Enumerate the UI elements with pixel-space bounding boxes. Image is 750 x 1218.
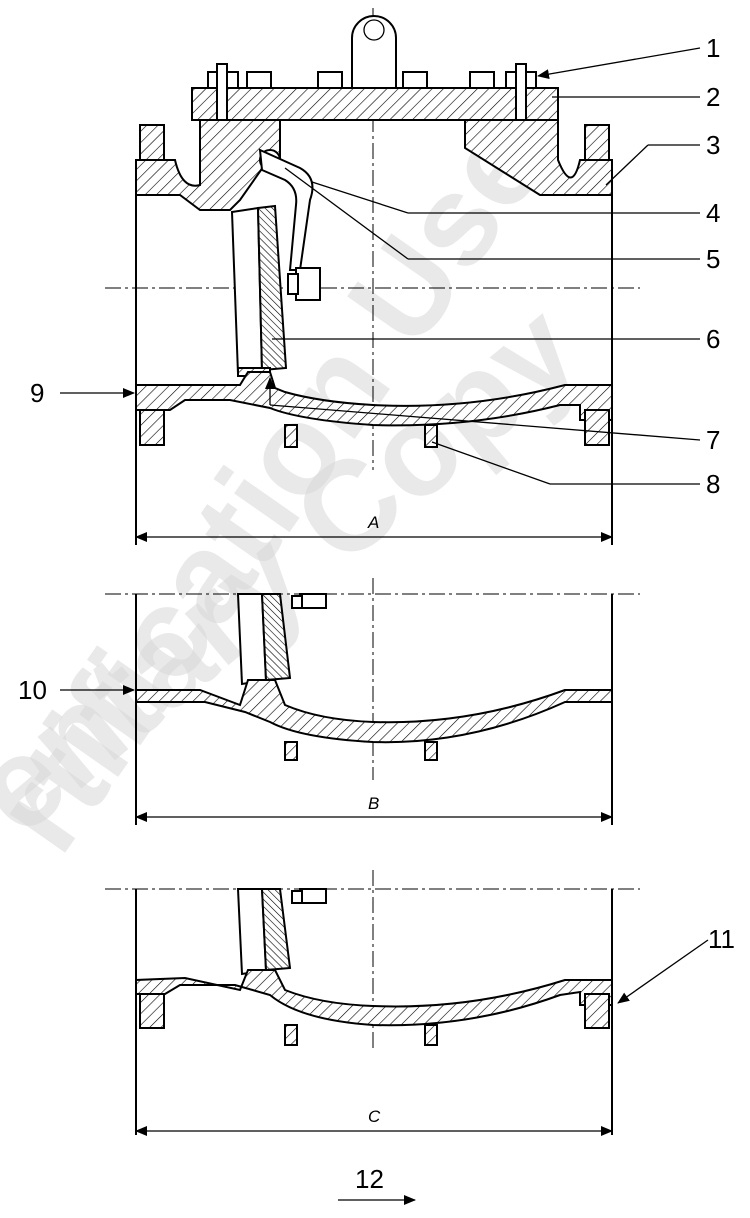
body-bottom-butt-weld (135, 679, 613, 744)
valve-view-butt-weld: B (105, 578, 640, 825)
callout-1: 1 (706, 33, 720, 63)
dimension-label-c: C (368, 1107, 381, 1126)
disc-arm (258, 148, 314, 271)
cover (191, 87, 559, 121)
callout-8: 8 (706, 469, 720, 499)
callout-11: 11 (708, 924, 735, 954)
valve-view-flanged: A (105, 8, 640, 545)
leader-lines (60, 47, 709, 1205)
body-top-right (464, 119, 613, 196)
dimension-label-b: B (368, 794, 379, 813)
disc (230, 206, 264, 376)
callout-5: 5 (706, 244, 720, 274)
callout-2: 2 (706, 82, 720, 112)
callout-6: 6 (706, 324, 720, 354)
valve-view-flanged-2: C (105, 870, 640, 1136)
callout-4: 4 (706, 198, 720, 228)
callout-labels: 1 2 3 4 5 6 7 8 9 10 11 12 (18, 33, 735, 1194)
body-top-left (135, 119, 281, 211)
body-bottom-flanged (135, 969, 613, 1027)
callout-10: 10 (18, 675, 47, 705)
body-bottom (135, 371, 613, 427)
callout-7: 7 (706, 425, 720, 455)
callout-3: 3 (706, 130, 720, 160)
callout-12: 12 (355, 1164, 384, 1194)
lifting-eye (351, 15, 397, 89)
callout-9: 9 (30, 378, 44, 408)
dimension-label-a: A (367, 513, 379, 532)
